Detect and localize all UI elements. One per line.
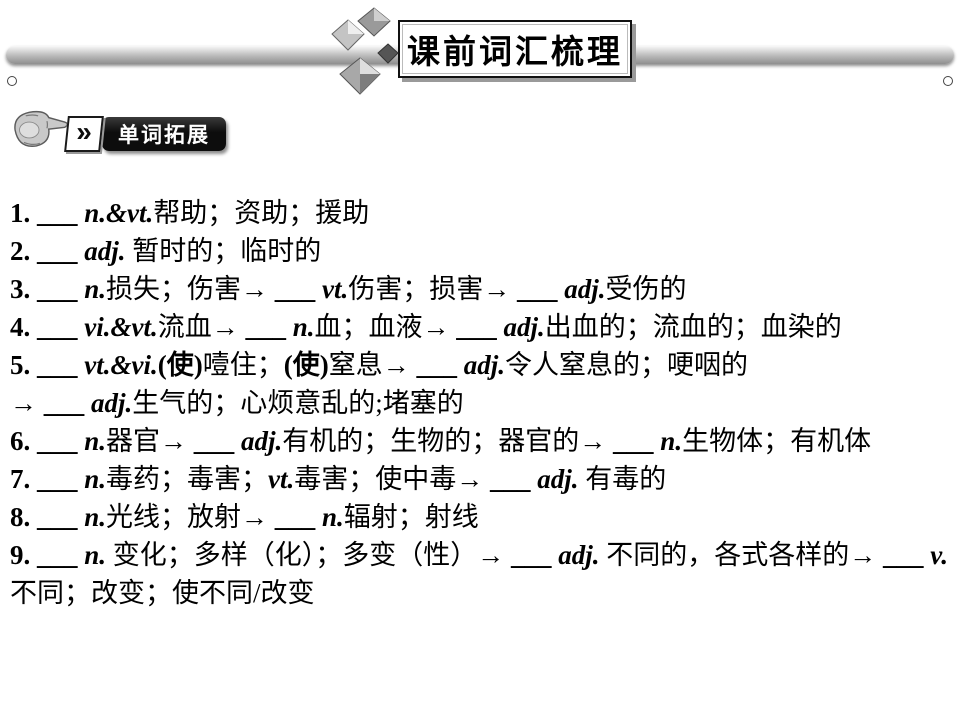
title-box: 课前词汇梳理 (398, 20, 632, 78)
vocab-item: 7. ___ n.毒药；毒害；vt.毒害；使中毒→ ___ adj. 有毒的 (10, 460, 950, 498)
vocab-segment: ___ (37, 350, 85, 380)
vocab-segment: adj. (503, 312, 545, 342)
vocab-segment: adj. (463, 350, 505, 380)
vocab-segment: 4. (10, 312, 37, 342)
ribbon-end-right-icon (943, 76, 953, 86)
vocab-segment: adj. (91, 388, 133, 418)
vocab-segment: adj. (564, 274, 606, 304)
vocab-item: 5. ___ vt.&vi.(使)噎住；(使)窒息→ ___ adj.令人窒息的… (10, 346, 950, 422)
vocab-segment: 有毒的 (578, 464, 667, 494)
vocab-segment: ___ (37, 464, 85, 494)
vocab-segment: ___ (37, 198, 85, 228)
hand-icon (14, 110, 69, 147)
vocab-segment: ___ (517, 274, 565, 304)
vocab-segment: 窒息→ (328, 350, 417, 380)
vocab-item: 9. ___ n. 变化；多样（化）；多变（性）→ ___ adj. 不同的，各… (10, 536, 950, 612)
vocab-segment: vi.&vt. (84, 312, 158, 342)
ribbon-end-left-icon (7, 76, 17, 86)
vocab-segment: ___ (37, 274, 85, 304)
vocab-segment: ___ (193, 426, 242, 456)
vocab-segment: ___ (37, 426, 85, 456)
vocab-segment: ___ (883, 540, 931, 570)
vocab-segment: 毒药；毒害； (106, 464, 269, 494)
vocab-segment: n. (322, 502, 344, 532)
badge-label: 单词拓展 (118, 124, 210, 147)
vocab-item: 8. ___ n.光线；放射→ ___ n.辐射；射线 (10, 498, 950, 536)
vocab-segment: ___ (511, 540, 559, 570)
vocab-segment: vt. (268, 464, 295, 494)
vocab-segment: ___ (416, 350, 464, 380)
vocab-item: 1. ___ n.&vt.帮助；资助；援助 (10, 194, 950, 232)
vocab-segment: 不同；改变；使不同/改变 (10, 578, 315, 608)
vocab-segment: n. (84, 502, 107, 532)
vocab-segment: 1. (10, 198, 37, 228)
vocab-segment: ___ (37, 236, 85, 266)
vocab-segment: n. (84, 426, 107, 456)
vocab-segment: n. (292, 312, 315, 342)
vocab-segment: 流血→ (157, 312, 246, 342)
vocab-segment: n. (84, 274, 107, 304)
vocab-segment: 5. (10, 350, 37, 380)
vocab-segment: (使) (283, 350, 329, 380)
double-chevron-icon: » (64, 116, 104, 152)
vocab-segment: adj. (558, 540, 600, 570)
vocab-segment: → (10, 388, 44, 418)
vocab-segment: ___ (274, 502, 323, 532)
vocab-segment: adj. (241, 426, 283, 456)
vocab-segment: ___ (274, 274, 323, 304)
vocab-segment: ___ (490, 464, 538, 494)
vocab-segment: v. (930, 540, 949, 570)
vocab-segment: ___ (245, 312, 293, 342)
vocab-segment: (使) (157, 350, 203, 380)
vocab-segment: 令人窒息的；哽咽的 (504, 350, 748, 380)
vocab-segment: adj. (84, 236, 126, 266)
vocab-segment: ___ (613, 426, 661, 456)
vocab-segment: 8. (10, 502, 37, 532)
vocab-segment: 损失；伤害→ (106, 274, 275, 304)
vocab-segment: ___ (37, 540, 85, 570)
vocab-segment: adj. (537, 464, 579, 494)
vocab-segment: n. (660, 426, 683, 456)
vocab-segment: 器官→ (106, 426, 194, 456)
vocab-segment: 伤害；损害→ (348, 274, 518, 304)
vocab-segment: ___ (37, 502, 85, 532)
vocab-segment: ___ (43, 388, 91, 418)
vocab-segment: ___ (456, 312, 504, 342)
vocab-segment: 6. (10, 426, 37, 456)
vocab-item: 2. ___ adj. 暂时的；临时的 (10, 232, 950, 270)
vocab-segment: 光线；放射→ (106, 502, 275, 532)
chevron-glyph: » (76, 116, 92, 147)
vocab-segment: 暂时的；临时的 (125, 236, 322, 266)
vocab-segment: n.&vt. (84, 198, 154, 228)
vocab-segment: 出血的；流血的；血染的 (544, 312, 842, 342)
vocab-segment: 血；血液→ (314, 312, 457, 342)
vocab-segment: 生气的；心烦意乱的;堵塞的 (132, 388, 464, 418)
gem-cluster-icon (331, 7, 399, 95)
vocab-item: 6. ___ n.器官→ ___ adj.有机的；生物的；器官的→ ___ n.… (10, 422, 950, 460)
vocab-segment: 3. (10, 274, 37, 304)
page-title: 课前词汇梳理 (407, 35, 623, 71)
vocab-segment: 2. (10, 236, 37, 266)
vocab-item: 4. ___ vi.&vt.流血→ ___ n.血；血液→ ___ adj.出血… (10, 308, 950, 346)
vocab-segment: 7. (10, 464, 37, 494)
vocab-segment: 帮助；资助；援助 (153, 198, 370, 228)
vocab-segment: n. (84, 540, 107, 570)
vocab-segment: 有机的；生物的；器官的→ (282, 426, 614, 456)
vocab-segment: 变化；多样（化）；多变（性）→ (106, 540, 512, 570)
vocab-segment: 9. (10, 540, 37, 570)
vocab-segment: 噎住； (202, 350, 284, 380)
badge: 单词拓展 (102, 117, 226, 151)
vocab-segment: 不同的，各式各样的→ (599, 540, 884, 570)
vocab-segment: n. (84, 464, 107, 494)
vocab-item: 3. ___ n.损失；伤害→ ___ vt.伤害；损害→ ___ adj.受伤… (10, 270, 950, 308)
vocab-segment: 辐射；射线 (343, 502, 479, 532)
vocab-segment: 生物体；有机体 (682, 426, 872, 456)
vocab-segment: vt. (322, 274, 349, 304)
vocab-segment: ___ (37, 312, 85, 342)
vocab-segment: vt.&vi. (84, 350, 158, 380)
vocab-segment: 毒害；使中毒→ (294, 464, 491, 494)
vocab-segment: 受伤的 (605, 274, 687, 304)
